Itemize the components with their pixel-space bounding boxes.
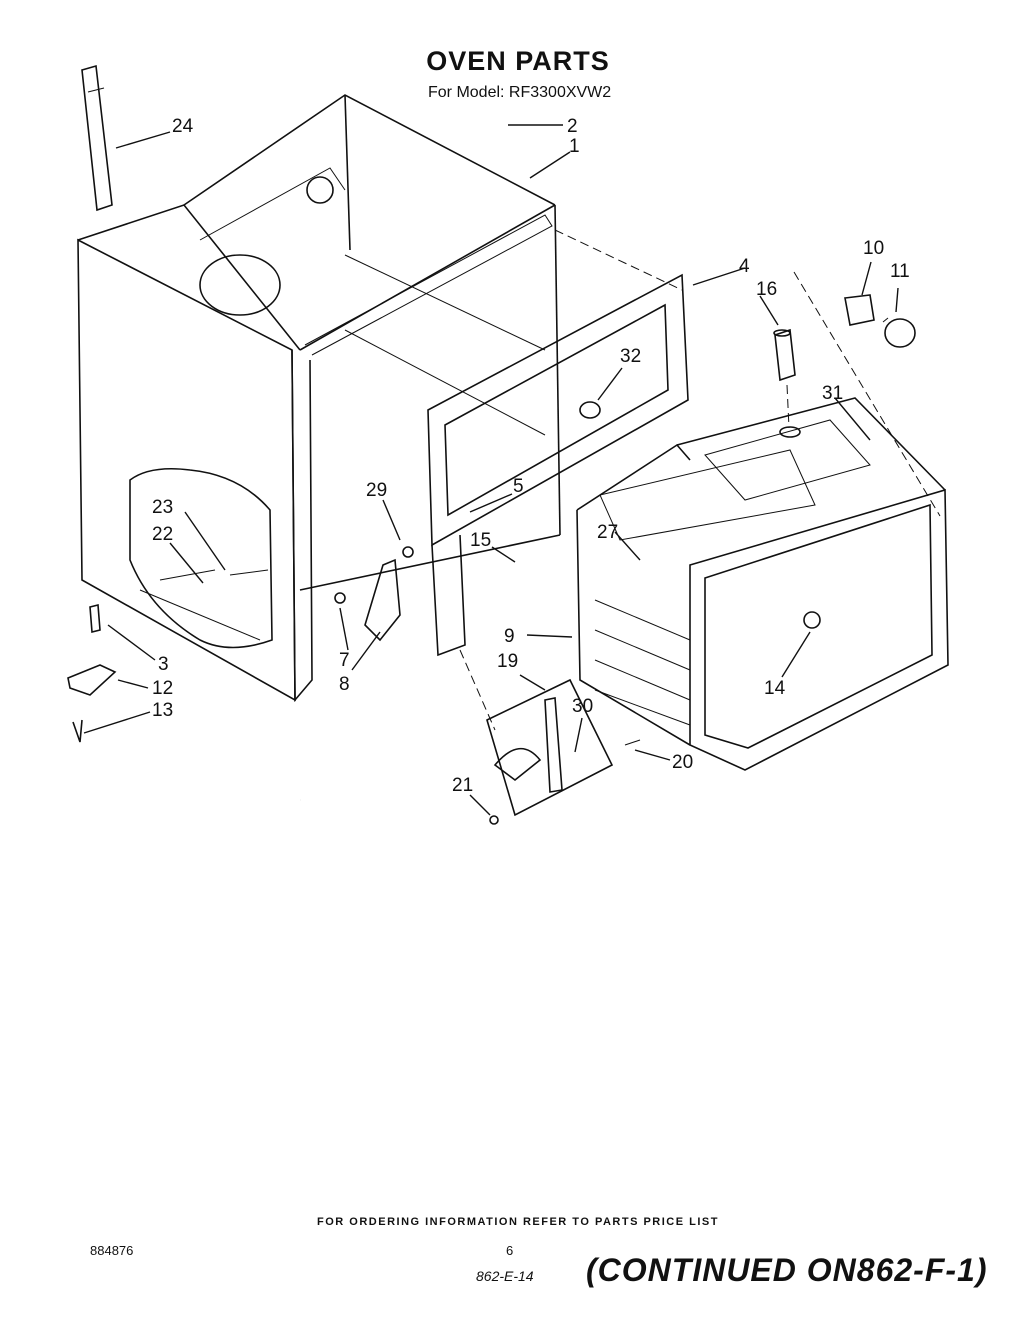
page-title: OVEN PARTS: [426, 46, 610, 76]
part-7-8-hinge: [334, 546, 414, 642]
leader-lines: [83, 124, 941, 816]
continued-note: (CONTINUED ON862-F-1): [586, 1252, 988, 1288]
callout-27: 27: [597, 522, 618, 543]
callout-5: 5: [513, 476, 524, 497]
part-24-trim-strip: [81, 64, 113, 212]
callout-8: 8: [339, 674, 350, 695]
callout-7: 7: [339, 650, 350, 671]
part-19-bracket-assembly: [459, 649, 641, 825]
part-4-front-frame: [427, 229, 689, 657]
callout-24: 24: [172, 116, 194, 137]
callout-22: 22: [152, 524, 173, 545]
ordering-note: FOR ORDERING INFORMATION REFER TO PARTS …: [317, 1216, 719, 1228]
callout-23: 23: [152, 497, 173, 518]
callout-labels: 24 2 1 4 16 10 11 32 31 29 5 15 23 22 27…: [152, 116, 910, 796]
oven-body-shell: [77, 94, 561, 703]
part-9-oven-liner: [576, 397, 949, 771]
callout-4: 4: [739, 256, 750, 277]
document-number: 884876: [90, 1243, 134, 1258]
callout-1: 1: [569, 136, 580, 157]
callout-31: 31: [822, 383, 843, 404]
callout-10: 10: [863, 238, 884, 259]
callout-2: 2: [567, 116, 578, 137]
callout-19: 19: [497, 651, 518, 672]
part-3-12-13-leveling-leg: [67, 603, 117, 743]
part-16-vent-tube: [773, 328, 801, 438]
callout-15: 15: [470, 530, 491, 551]
callout-21: 21: [452, 775, 473, 796]
callout-20: 20: [672, 752, 693, 773]
callout-14: 14: [764, 678, 786, 699]
callout-9: 9: [504, 626, 515, 647]
callout-30: 30: [572, 696, 593, 717]
callout-29: 29: [366, 480, 387, 501]
handwritten-code: 862-E-14: [476, 1268, 534, 1284]
page-number: 6: [506, 1243, 514, 1258]
part-32-knob: [579, 401, 601, 419]
callout-13: 13: [152, 700, 173, 721]
callout-12: 12: [152, 678, 173, 699]
model-subtitle: For Model: RF3300XVW2: [428, 84, 612, 101]
part-10-11-lamp-assembly: [844, 294, 916, 348]
callout-3: 3: [158, 654, 169, 675]
callout-16: 16: [756, 279, 777, 300]
callout-11: 11: [890, 261, 910, 282]
callout-32: 32: [620, 346, 641, 367]
